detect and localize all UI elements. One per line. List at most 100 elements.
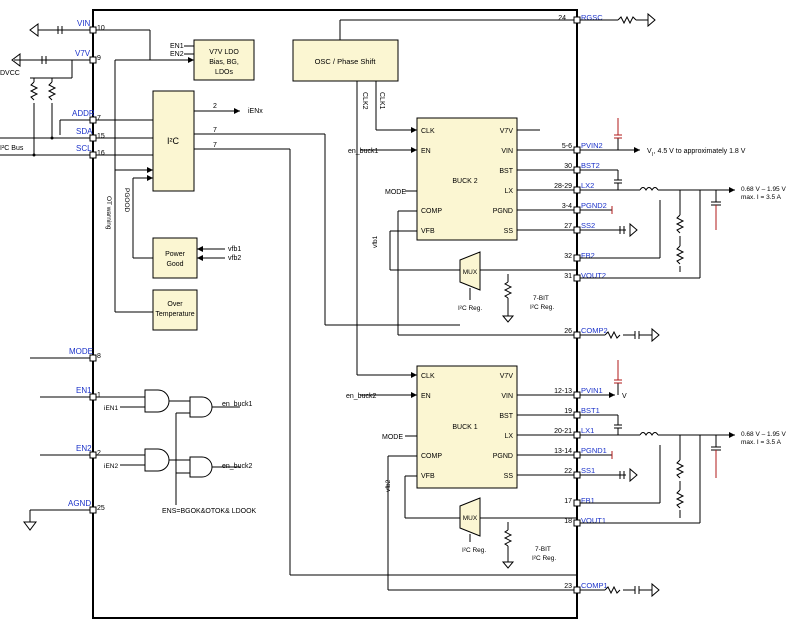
and-gate-en1: iEN1 en_buck1 xyxy=(104,389,252,418)
out2-range: 0.68 V – 1.95 V xyxy=(741,186,786,193)
buck1-mode-input: MODE xyxy=(382,434,403,441)
pin-marker xyxy=(89,116,97,124)
pin-marker xyxy=(89,134,97,142)
v7v-ldo-block xyxy=(193,39,255,81)
pin-marker xyxy=(573,166,581,174)
ot-warning-label: OT warning xyxy=(105,196,112,230)
pin-marker xyxy=(89,506,97,514)
and-gate-en2: iEN2 en_buck2 xyxy=(104,448,252,478)
pin-label-pgnd1: PGND1 xyxy=(581,446,607,455)
pin-label-vout2: VOUT2 xyxy=(581,271,606,280)
pg-label-2: Good xyxy=(166,261,183,268)
mux1-reg: I²C Reg. xyxy=(462,547,486,554)
pin-marker xyxy=(89,354,97,362)
pin-label-ss2: SS2 xyxy=(581,221,595,230)
pin-marker xyxy=(573,586,581,594)
power-good-block xyxy=(152,237,198,279)
buck1-vfb-label: vfb2 xyxy=(385,479,392,492)
buck1-clk: CLK xyxy=(421,373,435,380)
vin-range-note: V , 4.5 V to approximately 1.8 V xyxy=(647,148,746,155)
pin-label-comp1: COMP1 xyxy=(581,581,608,590)
vin-subscript: I xyxy=(652,152,653,158)
buck1-block xyxy=(416,365,518,489)
pin-label-pvin2: PVIN2 xyxy=(581,141,603,150)
svg-text:27: 27 xyxy=(564,223,572,230)
pin-label-ss1: SS1 xyxy=(581,466,595,475)
dvcc-label: DVCC xyxy=(0,70,20,77)
ldo-label-1: V7V LDO xyxy=(209,49,239,56)
pin-marker xyxy=(89,393,97,401)
pin-marker xyxy=(573,206,581,214)
buck1-pgnd: PGND xyxy=(493,453,513,460)
pin-label-v7v: V7V xyxy=(75,49,91,58)
pin-marker xyxy=(573,471,581,479)
pin-num-mode: 8 xyxy=(97,353,101,360)
svg-text:19: 19 xyxy=(564,408,572,415)
ground-icon xyxy=(29,23,39,37)
svg-text:31: 31 xyxy=(564,273,572,280)
ot-label-1: Over xyxy=(167,301,183,308)
clk2-label: CLK2 xyxy=(361,92,368,110)
pin-label-mode: MODE xyxy=(69,347,93,356)
mux1-label: MUX xyxy=(463,515,478,522)
ground-icon xyxy=(501,315,515,323)
mux2-label: MUX xyxy=(463,269,478,276)
ien1-label: iEN1 xyxy=(104,405,118,412)
pin-marker xyxy=(573,431,581,439)
i2c-block xyxy=(152,90,195,192)
clk1-label: CLK1 xyxy=(378,92,385,110)
buck2-title: BUCK 2 xyxy=(452,178,477,185)
osc-label: OSC / Phase Shift xyxy=(315,57,377,66)
pin-num-en2: 2 xyxy=(97,450,101,457)
pin-marker xyxy=(89,451,97,459)
buck1-en-input: en_buck2 xyxy=(346,393,376,400)
pin-label-scl: SCL xyxy=(76,144,92,153)
mux2-bit-reg: I²C Reg. xyxy=(530,304,554,311)
buck2-mode-input: MODE xyxy=(385,189,406,196)
left-pin-markers xyxy=(89,26,97,514)
pin-num-agnd: 25 xyxy=(97,505,105,512)
mux2-reg: I²C Reg. xyxy=(458,305,482,312)
pin-num-en1: 1 xyxy=(97,392,101,399)
buck2-bst: BST xyxy=(499,168,513,175)
out1-max: max. I = 3.5 A xyxy=(741,439,782,446)
fb-resistor xyxy=(503,281,513,299)
buck2-lx: LX xyxy=(504,188,513,195)
mux-1 xyxy=(459,497,481,537)
buck1-title: BUCK 1 xyxy=(452,424,477,431)
vfb2-input: vfb2 xyxy=(228,255,241,262)
pin-marker xyxy=(573,254,581,262)
svg-text:30: 30 xyxy=(564,163,572,170)
pin-label-agnd: AGND xyxy=(68,499,91,508)
pin-label-en1: EN1 xyxy=(76,386,92,395)
buck1-en: EN xyxy=(421,393,431,400)
ienx-label: iENx xyxy=(248,108,263,115)
mux-2 xyxy=(459,251,481,291)
pin-marker xyxy=(89,56,97,64)
buck2-clk: CLK xyxy=(421,128,435,135)
pin-label-lx2: LX2 xyxy=(581,181,594,190)
buck2-vfb-label: vfb1 xyxy=(372,235,379,248)
mode-pin-group: MODE 8 xyxy=(30,347,101,360)
buck1-v7v: V7V xyxy=(500,373,514,380)
pin-marker xyxy=(573,331,581,339)
ien2-label: iEN2 xyxy=(104,463,118,470)
buck1-ss: SS xyxy=(504,473,514,480)
pin-label-fb1: FB1 xyxy=(581,496,595,505)
pin-num-addr: 7 xyxy=(97,115,101,122)
right-pin-labels: 24 RGSC 5-6 PVIN2 30 BST2 28-29 LX2 3-4 … xyxy=(554,13,608,590)
pin-marker xyxy=(573,519,581,527)
i2c-block-label: I²C xyxy=(167,136,179,146)
svg-text:18: 18 xyxy=(564,518,572,525)
buck2-en: EN xyxy=(421,148,431,155)
svg-text:23: 23 xyxy=(564,583,572,590)
buck2-en-input: en_buck1 xyxy=(348,148,378,155)
pin-label-pvin1: PVIN1 xyxy=(581,386,603,395)
pin-marker xyxy=(89,151,97,159)
pgood-label: PGOOD xyxy=(123,188,130,213)
pin-marker xyxy=(573,226,581,234)
ldo-label-2: Bias, BG, xyxy=(209,59,239,66)
pin-marker xyxy=(573,451,581,459)
pin-label-pgnd2: PGND2 xyxy=(581,201,607,210)
